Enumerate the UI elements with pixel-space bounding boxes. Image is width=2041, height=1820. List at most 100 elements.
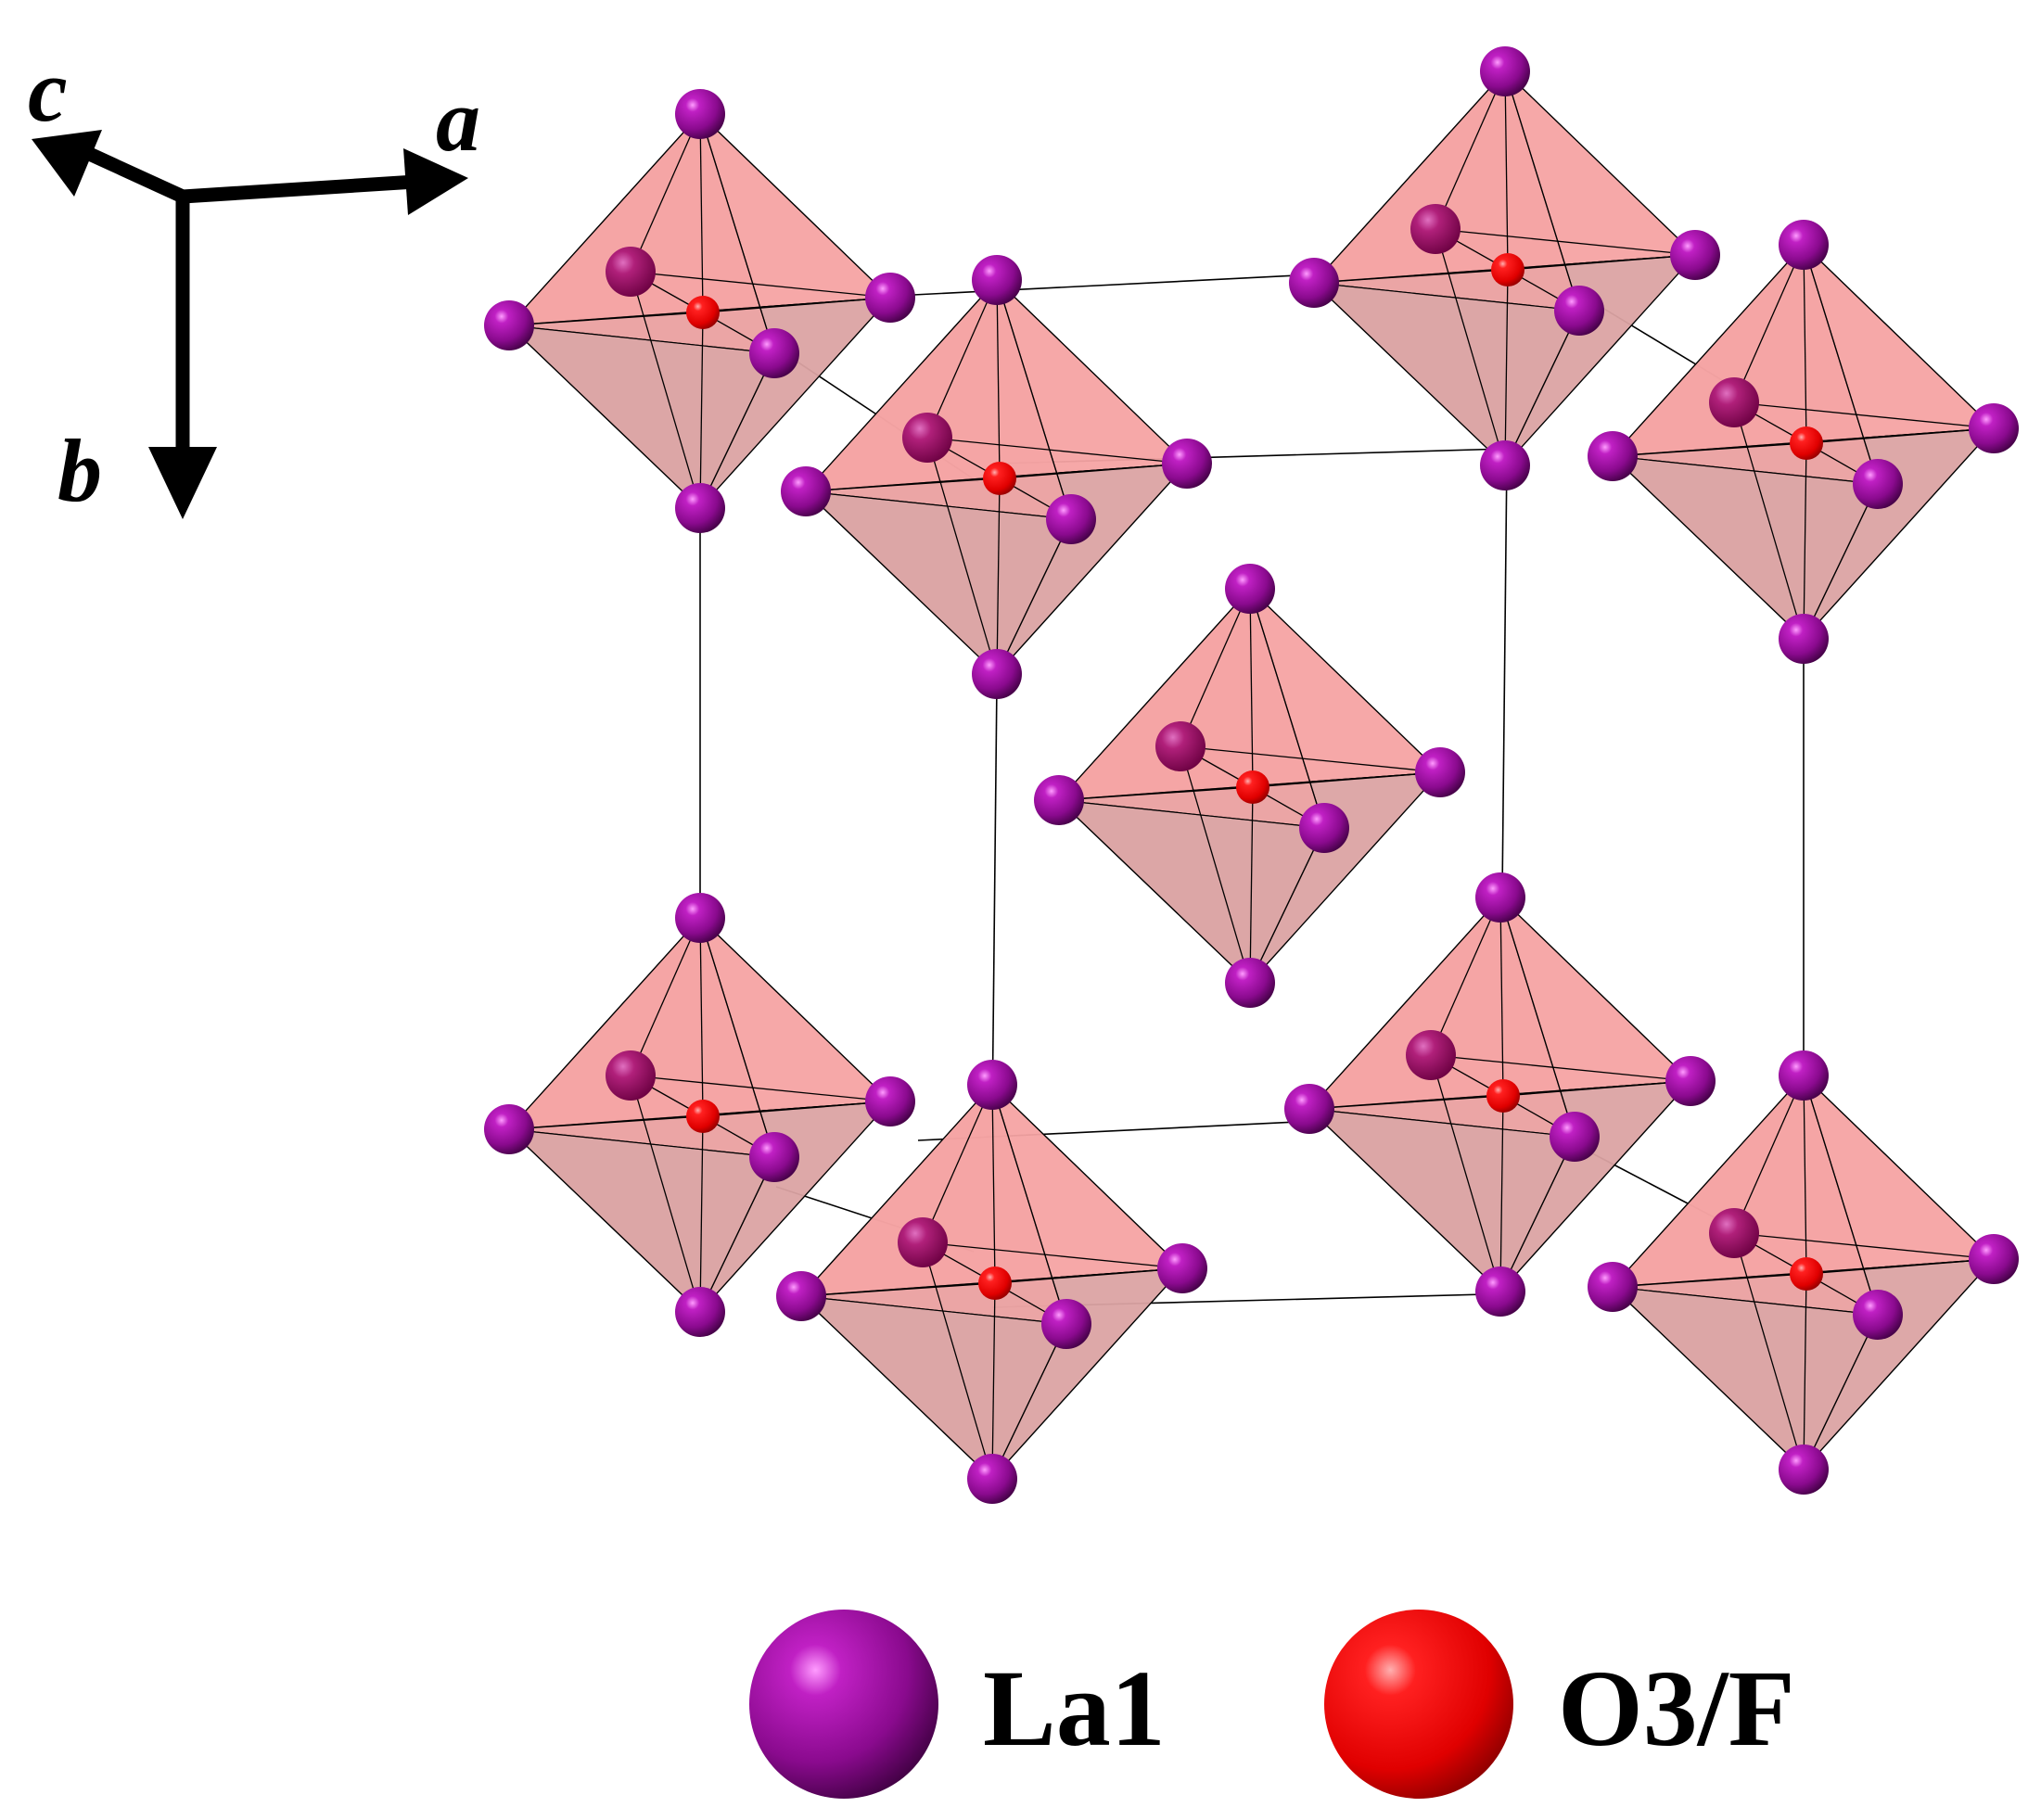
la-atom xyxy=(781,466,831,516)
bond-line xyxy=(1733,1232,1805,1470)
la-atom xyxy=(1665,1056,1716,1106)
bond-line xyxy=(926,437,1188,465)
bond-line xyxy=(996,518,1072,675)
bond-line xyxy=(1504,269,1509,466)
octahedron-face xyxy=(1611,1286,1879,1471)
legend-label-o3f: O3/F xyxy=(1558,1648,1795,1769)
bond-line xyxy=(699,352,775,509)
la-atom xyxy=(484,1104,534,1154)
bond-line xyxy=(1435,228,1696,256)
octahedron-face xyxy=(1308,1108,1575,1293)
la-atom xyxy=(1779,1445,1829,1495)
la-atom xyxy=(1709,377,1759,427)
la-atom xyxy=(1779,614,1829,664)
o-atom xyxy=(1790,426,1823,460)
bond-line xyxy=(1249,827,1325,984)
la-atom xyxy=(1225,564,1275,614)
octahedron xyxy=(1284,872,1716,1317)
bond-line xyxy=(926,279,998,439)
bond-line xyxy=(926,437,998,675)
bond-line xyxy=(1430,1054,1501,1292)
bond-line xyxy=(630,917,701,1076)
la-atom xyxy=(1480,440,1530,490)
la-atom-swatch-icon xyxy=(749,1610,938,1799)
la-atom xyxy=(675,89,725,139)
bond-line xyxy=(922,1241,1183,1269)
bond-line xyxy=(996,279,1072,520)
la-atom xyxy=(1853,1290,1903,1340)
bond-line xyxy=(1180,588,1251,747)
octahedron xyxy=(776,1060,1207,1504)
la-atom xyxy=(1046,494,1096,544)
b-arrowhead-icon xyxy=(148,447,217,519)
la-atom xyxy=(1041,1299,1091,1349)
la-atom xyxy=(1554,286,1604,336)
bond-line xyxy=(991,1084,1067,1325)
bond-line xyxy=(1180,745,1251,984)
bond-line xyxy=(699,113,775,354)
bond-line xyxy=(1803,483,1879,640)
octahedron-face xyxy=(1611,455,1879,641)
la-atom xyxy=(1480,46,1530,96)
bond-line xyxy=(1430,1054,1691,1082)
la-atom xyxy=(967,1060,1017,1110)
octahedron-face xyxy=(507,325,775,510)
la-atom xyxy=(865,1076,915,1126)
la-atom xyxy=(1225,958,1275,1008)
la-atom xyxy=(967,1454,1017,1504)
a-arrowhead-icon xyxy=(403,148,468,215)
la-atom xyxy=(898,1217,948,1267)
bond-line xyxy=(996,477,1001,675)
bond-line xyxy=(630,1075,891,1102)
bond-line xyxy=(699,312,704,509)
la-atom xyxy=(902,413,952,463)
axis-arrows xyxy=(80,145,416,464)
a-axis-label: a xyxy=(436,70,480,170)
bond-line xyxy=(699,917,775,1158)
octahedron xyxy=(1588,1050,2019,1495)
la-atom xyxy=(1162,439,1212,489)
octahedron-face xyxy=(507,1128,775,1314)
octahedron-face xyxy=(799,1295,1067,1481)
bond-line xyxy=(991,1323,1067,1480)
o-atom xyxy=(983,462,1016,495)
bond-line xyxy=(1803,244,1879,485)
bond-line xyxy=(1499,1136,1575,1292)
cell-edge-line xyxy=(991,681,998,1123)
bond-line xyxy=(922,1084,993,1243)
bond-line xyxy=(1733,401,1805,640)
bond-line xyxy=(1504,310,1580,466)
bond-line xyxy=(1803,442,1807,640)
octahedron xyxy=(484,89,915,533)
o-atom xyxy=(686,1100,720,1133)
bond-line xyxy=(991,1282,996,1480)
octahedron xyxy=(1588,220,2019,664)
la-atom xyxy=(675,1287,725,1337)
o-atom xyxy=(1491,253,1524,286)
la-atom xyxy=(606,247,656,297)
legend: La1 O3/F xyxy=(749,1610,1795,1799)
la-atom xyxy=(1779,220,1829,270)
c-axis-label: c xyxy=(28,41,68,140)
bond-line xyxy=(1803,1314,1879,1470)
bond-line xyxy=(1435,228,1506,466)
cell-edge-line xyxy=(1501,453,1508,896)
axis-indicator: a c b xyxy=(28,41,480,520)
la-atom xyxy=(1284,1084,1334,1134)
la-atom xyxy=(1410,204,1461,254)
bond-line xyxy=(1803,1075,1879,1316)
la-atom xyxy=(1550,1112,1600,1162)
octahedron xyxy=(1034,564,1465,1008)
o-atom xyxy=(686,296,720,329)
bond-line xyxy=(1249,786,1254,984)
b-axis-label: b xyxy=(57,421,102,520)
bond-line xyxy=(630,271,701,509)
c-axis-arrow xyxy=(80,145,186,203)
la-atom xyxy=(749,328,799,378)
o-atom-swatch-icon xyxy=(1324,1610,1513,1799)
bond-line xyxy=(1504,70,1580,312)
bond-line xyxy=(630,271,891,299)
legend-label-la1: La1 xyxy=(983,1648,1166,1769)
la-atom xyxy=(1969,1234,2019,1284)
bond-line xyxy=(1249,588,1325,829)
